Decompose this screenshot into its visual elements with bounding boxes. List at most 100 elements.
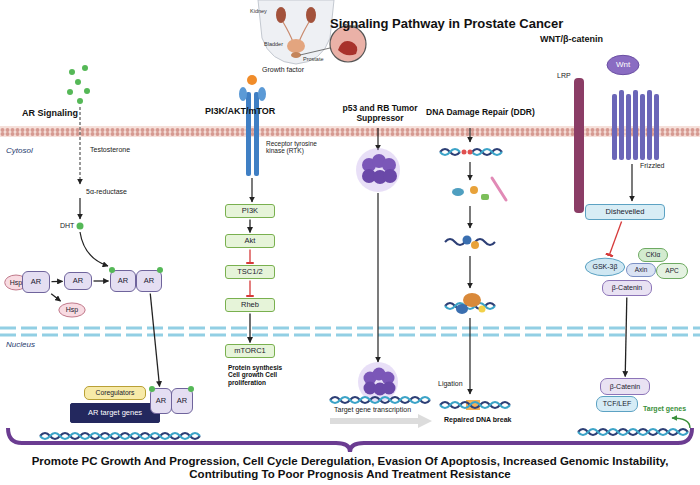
- signal-arrow: [469, 128, 470, 142]
- dna-strand: [578, 429, 688, 435]
- dishevelled-box: Dishevelled: [585, 204, 665, 220]
- growth-factor-ligand: [247, 75, 257, 85]
- node-text: β-Catenin: [610, 383, 641, 390]
- ar-protein: AR: [171, 388, 193, 414]
- pathway-protein: Akt: [225, 234, 275, 248]
- body-outline: [258, 0, 334, 64]
- ligation-arrow: [469, 318, 470, 394]
- node-ellipse: [59, 303, 85, 317]
- repair-complex: [463, 293, 481, 307]
- node-text: AR: [118, 277, 128, 285]
- repair-step-arrow: [469, 256, 470, 288]
- pathway-protein: PI3K: [225, 204, 275, 218]
- transcription-factor: TCF/LEF: [596, 396, 638, 412]
- node-ellipse: [585, 258, 624, 276]
- inhibition-connector: [609, 221, 621, 255]
- organ-label: Prostate: [303, 56, 323, 62]
- transmembrane-helix: [633, 90, 638, 160]
- dna-strand: [578, 429, 688, 435]
- ar-protein: AR: [150, 388, 172, 414]
- compartment-label: Nucleus: [6, 340, 35, 349]
- kidney-shape: [306, 7, 316, 23]
- pathway-protein: TSC1/2: [225, 265, 275, 279]
- pathway-heading: p53 and RB Tumor Suppressor: [338, 104, 422, 124]
- ar-protein: AR: [64, 272, 92, 290]
- receptor-label: LRP: [557, 72, 571, 80]
- rtk-receptor: [239, 87, 266, 176]
- summary-caption: Promote PC Growth And Progression, Cell …: [30, 455, 670, 481]
- signal-arrow: [631, 164, 632, 201]
- molecule-label: Growth factor: [262, 66, 304, 74]
- dna-strand: [330, 397, 430, 403]
- organ-label: Kidney: [250, 8, 267, 14]
- beta-catenin-protein: β-Catenin: [602, 280, 652, 296]
- break-site: [462, 150, 467, 155]
- pathway-protein: mTORC1: [225, 344, 275, 358]
- pathway-heading: DNA Damage Repair (DDR): [426, 108, 535, 118]
- repair-protein: [471, 241, 479, 249]
- cell-membrane: [0, 126, 700, 137]
- activation-arrow: [51, 294, 60, 301]
- dna-strand: [330, 397, 430, 403]
- testosterone-dot: [67, 89, 73, 95]
- p53-rb-complex: [358, 362, 398, 402]
- transmembrane-helix: [619, 90, 624, 160]
- receptor-lobe: [239, 87, 247, 101]
- hsp-protein: Hsp: [58, 302, 86, 318]
- diagram-title: Signaling Pathway in Prostate Cancer: [330, 17, 563, 32]
- break-site: [468, 150, 473, 155]
- pathway-heading: PI3K/AKT/mTOR: [205, 106, 275, 116]
- signal-arrow: [377, 128, 378, 150]
- zoom-line: [300, 48, 330, 55]
- node-text: mTORC1: [234, 347, 266, 355]
- pathway-heading: WNT/β-catenin: [540, 34, 603, 44]
- dna-strand: [445, 239, 465, 245]
- node-text: Wnt: [616, 61, 630, 69]
- frizzled-receptor: [612, 90, 659, 160]
- translocation-arrow: [377, 193, 378, 362]
- compartment-label: Cytosol: [6, 146, 33, 155]
- node-text: Coregulators: [96, 389, 135, 396]
- lrp-coreceptor: [574, 78, 584, 213]
- dna-strand: [40, 433, 200, 439]
- binding-arrow: [80, 232, 108, 266]
- repair-protein: [452, 188, 464, 196]
- destruction-complex-protein: Axin: [626, 263, 656, 277]
- node-text: Hsp: [66, 306, 78, 313]
- destruction-complex-protein: GSK-3β: [584, 257, 626, 277]
- dna-strand: [472, 149, 502, 155]
- kidney-shape: [276, 7, 286, 23]
- transcription-arrow: [672, 418, 690, 428]
- activation-arrow: [625, 297, 627, 376]
- bladder-shape: [287, 39, 305, 53]
- activation-arrow: [249, 314, 250, 343]
- node-text: AR: [177, 397, 187, 405]
- transmembrane-helix: [626, 94, 631, 160]
- node-text: Axin: [635, 267, 648, 274]
- dna-strand: [440, 402, 510, 408]
- repair-complex: [479, 306, 486, 313]
- repair-step-arrow: [469, 206, 470, 228]
- transmembrane-helix: [647, 90, 652, 160]
- process-label: Target gene transcription: [334, 406, 411, 414]
- destruction-complex-protein: CKIα: [638, 248, 668, 262]
- transmembrane-helix: [612, 94, 617, 160]
- node-text: AR: [144, 277, 154, 285]
- node-text: TCF/LEF: [603, 400, 631, 407]
- activation-arrow: [249, 220, 250, 233]
- pathway-protein: Rheb: [225, 298, 275, 312]
- nuclear-envelope: [0, 334, 700, 337]
- ar-protein: AR: [22, 271, 50, 293]
- node-text: Akt: [245, 237, 256, 245]
- inhibition-connector: [249, 281, 250, 297]
- beta-catenin-protein: β-Catenin: [600, 378, 650, 395]
- node-text: AR: [156, 397, 166, 405]
- dna-strand: [440, 402, 510, 408]
- repair-step-arrow: [469, 162, 470, 180]
- repair-protein: [481, 194, 489, 200]
- repair-protein: [463, 236, 472, 245]
- process-label: Repaired DNA break: [444, 416, 511, 424]
- ar-protein: AR: [110, 270, 136, 292]
- signal-arrow: [251, 178, 252, 202]
